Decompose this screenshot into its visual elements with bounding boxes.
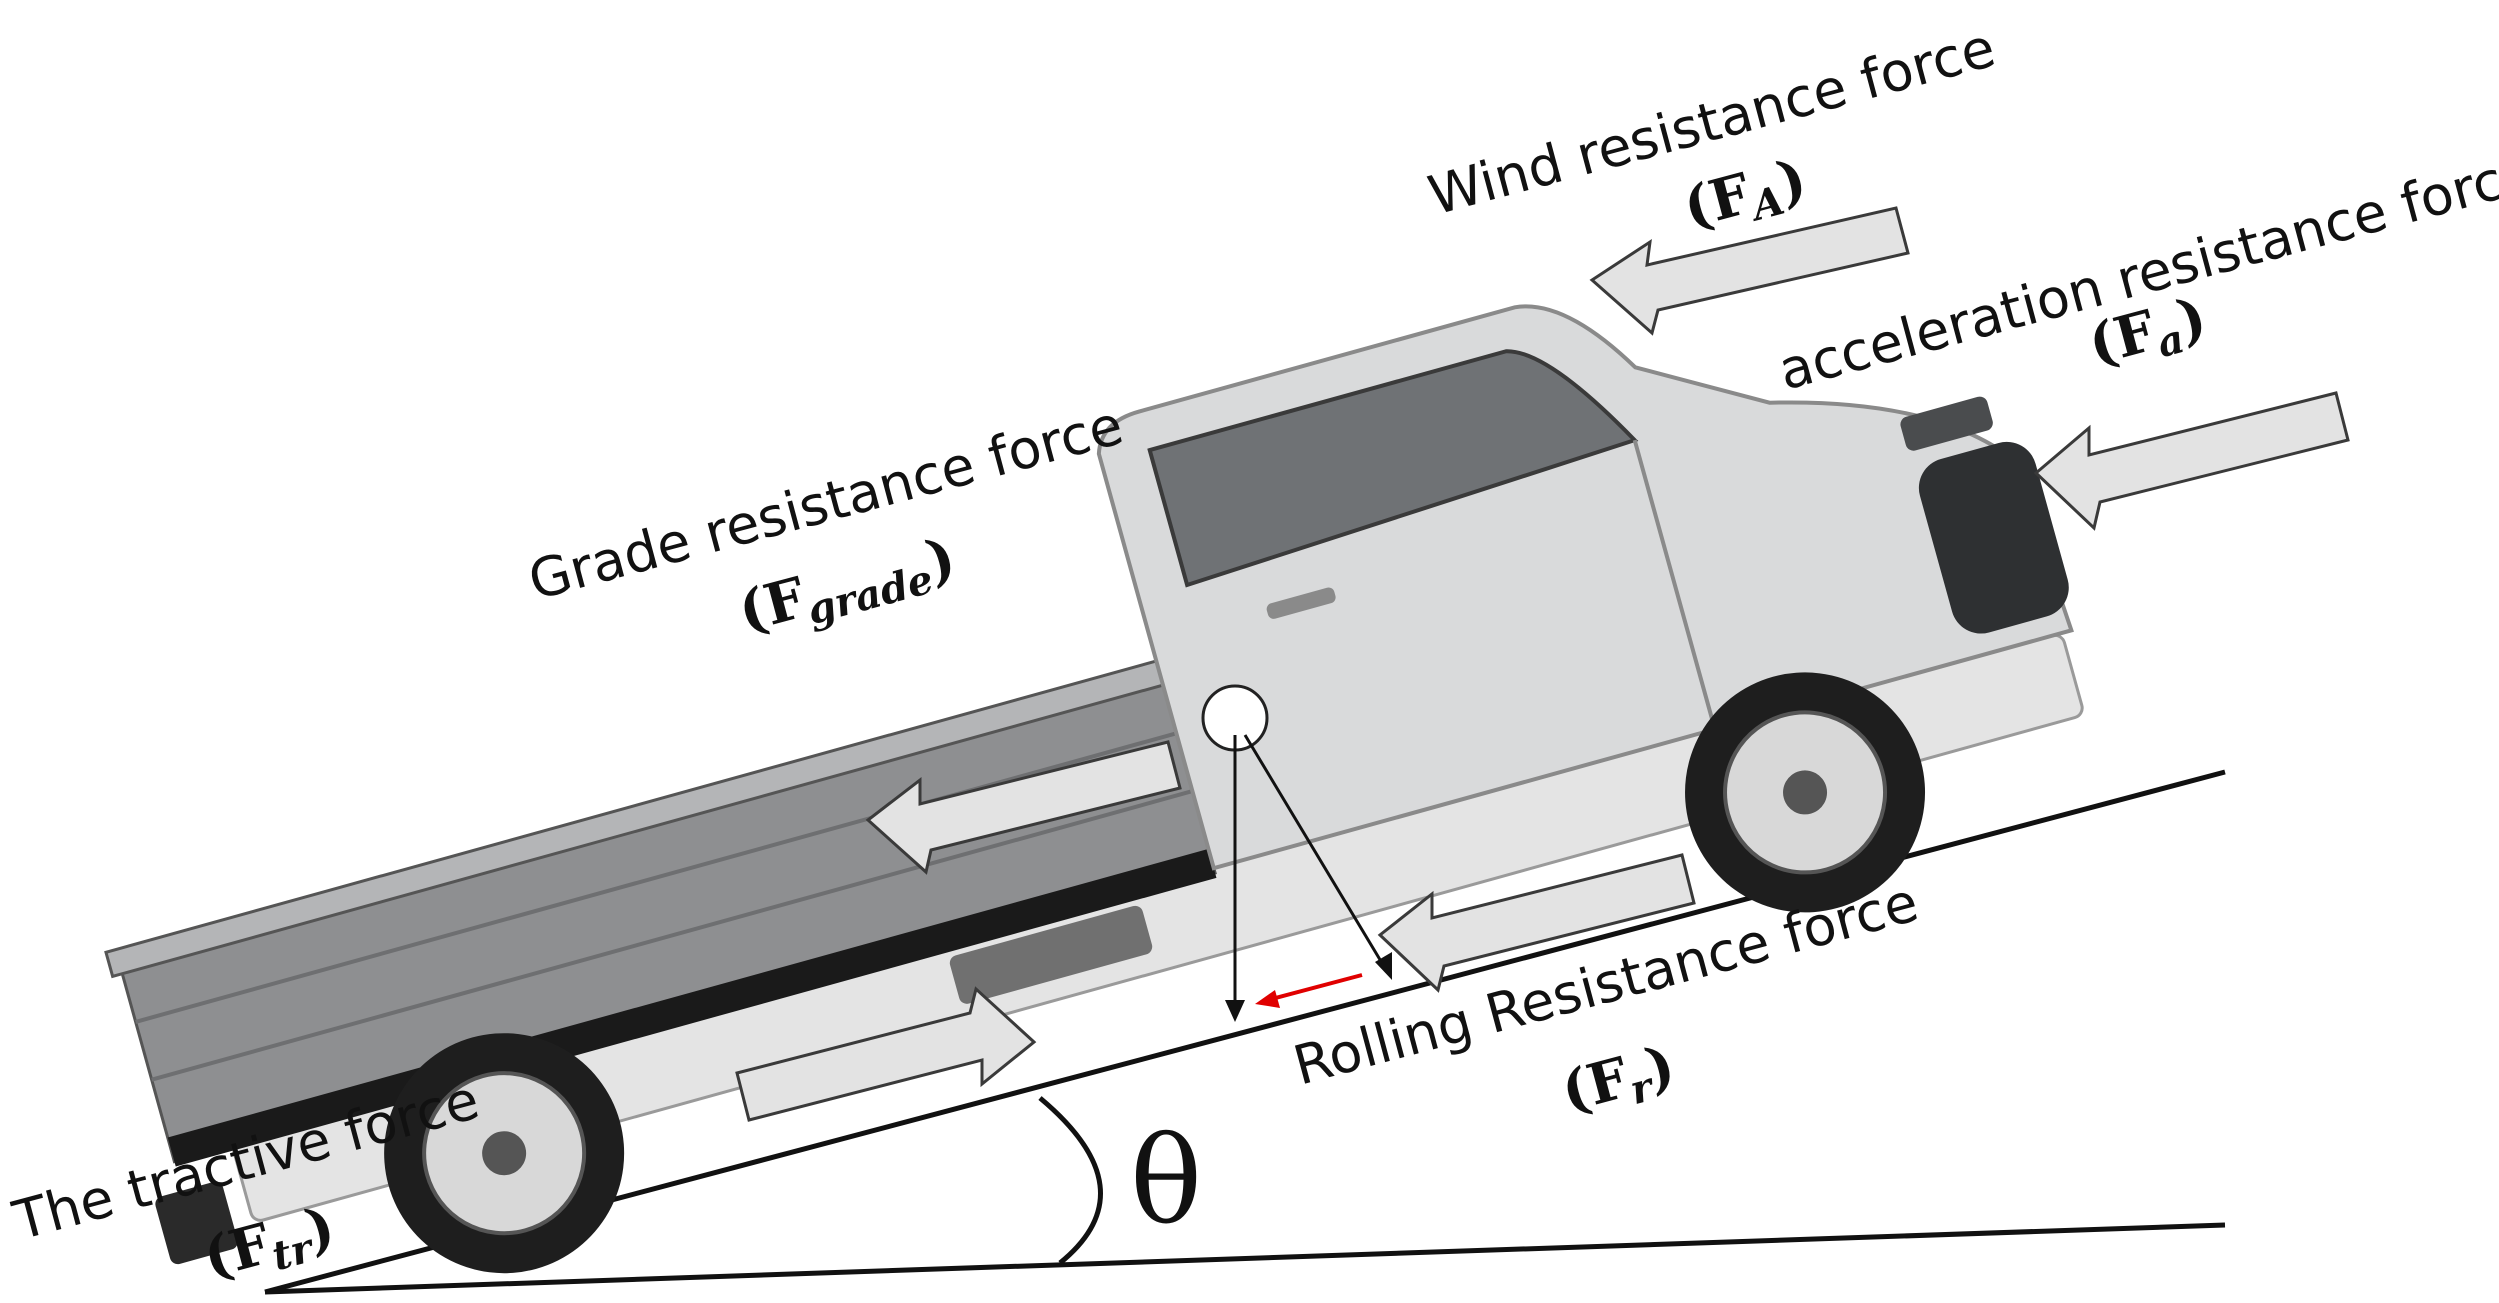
grade-resistance-label: Grade resistance force	[522, 393, 1129, 612]
truck-window	[1147, 349, 1639, 588]
wind-resistance-arrow	[1589, 206, 1910, 336]
tractive-force-arrow	[735, 986, 1037, 1122]
truck-headlight	[1900, 396, 1993, 451]
truck-exhaust	[949, 905, 1153, 1004]
acceleration-resistance-arrow	[2033, 391, 2350, 531]
pickup-truck	[104, 304, 2084, 1274]
wind-resistance-label-group: Wind resistance force (FA)	[1422, 16, 2001, 247]
truck-bed-rib	[135, 731, 1177, 1024]
normal-component-head	[1375, 952, 1392, 980]
weight-vector-head	[1225, 1000, 1245, 1022]
acceleration-resistance-label-group: acceleration resistance force (Fa)	[1772, 140, 2499, 403]
parallel-component-vector	[1267, 973, 1363, 1002]
parallel-component-head	[1255, 990, 1280, 1008]
truck-bumper	[1918, 441, 2069, 634]
rolling-resistance-symbol: (Fr)	[1555, 1032, 1684, 1131]
rear-wheel	[384, 1033, 625, 1274]
rolling-resistance-arrow	[1377, 853, 1696, 993]
tow-hitch	[155, 1181, 238, 1265]
front-wheel	[1685, 672, 1926, 913]
horizontal-line	[264, 1222, 2226, 1295]
force-arrows	[735, 206, 2350, 1122]
angle-symbol: θ	[1130, 1112, 1202, 1251]
grade-resistance-label-group: Grade resistance force (Fgrade)	[522, 393, 1129, 651]
normal-component-vector	[1243, 734, 1387, 969]
truck-bed-rib	[151, 789, 1193, 1082]
truck-door-line	[1632, 439, 1717, 730]
angle-arc	[1038, 1096, 1103, 1265]
center-of-gravity-vectors	[1201, 684, 1392, 1022]
truck-door-handle	[1266, 587, 1336, 619]
grade-resistance-arrow	[865, 740, 1182, 875]
